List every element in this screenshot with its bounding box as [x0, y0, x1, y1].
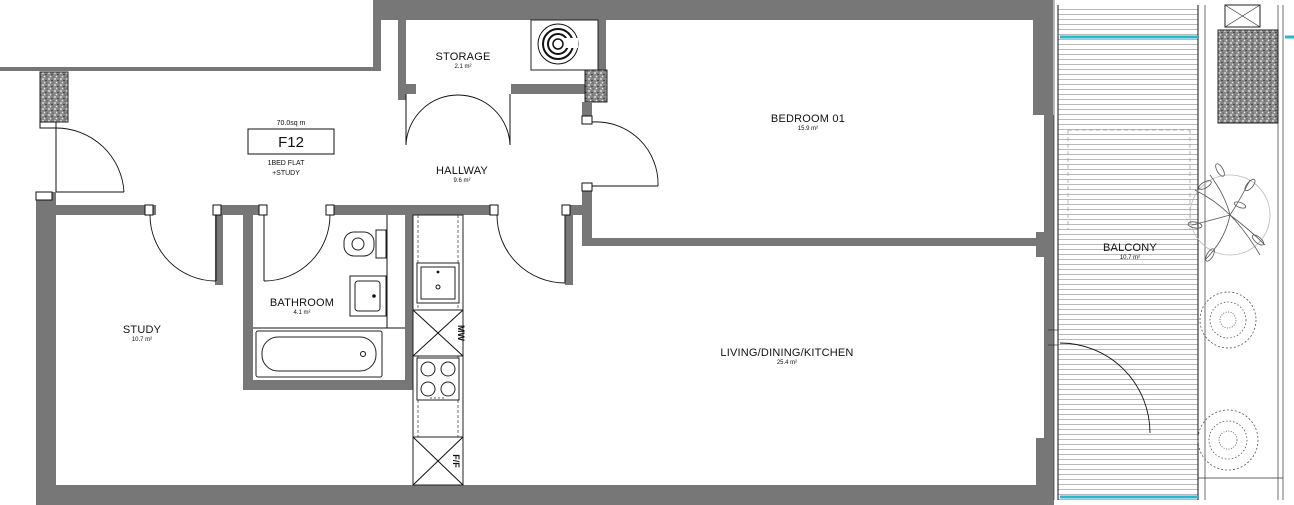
- basin-icon: [349, 275, 387, 317]
- balcony-decking: [1058, 5, 1198, 500]
- unit-code-box: [247, 128, 335, 155]
- sink-icon: [416, 262, 460, 304]
- room-area-study: 10.7 m²: [132, 337, 152, 343]
- room-area-bathroom: 4.1 m²: [293, 310, 310, 316]
- room-label-storage: STORAGE: [436, 51, 491, 63]
- tree-icon: [1187, 163, 1271, 262]
- microwave-icon: MW: [412, 309, 466, 357]
- hob-icon: [416, 357, 460, 401]
- walls: [0, 0, 1054, 505]
- room-area-balcony: 10.7 m²: [1120, 255, 1140, 261]
- room-label-balcony: BALCONY: [1103, 242, 1157, 254]
- unit-tag: 70.0sq m F12 1BED FLAT +STUDY: [247, 120, 335, 177]
- bathtub-icon: [255, 330, 383, 378]
- bedroom-door-swing: [591, 121, 659, 187]
- riser-gravel: [39, 71, 69, 123]
- shrub-icon: [1197, 409, 1259, 471]
- living-door-swing: [496, 214, 566, 284]
- room-label-study: STUDY: [123, 324, 162, 336]
- window-marks: [1048, 0, 1058, 500]
- study-door-swing: [149, 214, 217, 282]
- entrance-door-swing: [55, 127, 125, 193]
- room-area-bedroom: 15.9 m²: [798, 126, 818, 132]
- door-jambs: [35, 115, 593, 216]
- room-area-hallway: 9.6 m²: [453, 178, 470, 184]
- doors: [55, 94, 659, 284]
- room-area-living: 25.4 m²: [777, 360, 797, 366]
- room-area-storage: 2.1 m²: [454, 64, 471, 70]
- balcony-door-swing: [1059, 342, 1151, 434]
- microwave-label: MW: [456, 325, 466, 341]
- boiler-icon: [537, 23, 579, 65]
- storage-room: STORAGE 2.1 m²: [436, 19, 599, 71]
- balcony: BALCONY 10.7 m²: [1057, 4, 1294, 500]
- room-label-hallway: HALLWAY: [436, 165, 488, 177]
- bathroom-fixtures: [253, 215, 405, 378]
- toilet-icon: [343, 229, 387, 259]
- planter-gravel: [1217, 29, 1279, 124]
- fridge-freezer-icon: F/F: [412, 436, 464, 486]
- fridge-label: F/F: [451, 454, 461, 468]
- room-label-bedroom: BEDROOM 01: [771, 113, 845, 125]
- storage-door-swing: [405, 94, 459, 146]
- riser-gravel: [584, 69, 608, 103]
- room-label-living: LIVING/DINING/KITCHEN: [720, 347, 853, 359]
- unit-area: 70.0sq m: [277, 120, 306, 127]
- kitchen-run: MW F/F: [412, 214, 466, 486]
- unit-type-line2: +STUDY: [272, 170, 300, 177]
- unit-code: F12: [278, 134, 304, 151]
- shrub-icon: [1199, 291, 1257, 349]
- bathroom-door-swing: [263, 214, 331, 282]
- unit-type-line1: 1BED FLAT: [268, 160, 306, 167]
- room-label-bathroom: BATHROOM: [270, 297, 334, 309]
